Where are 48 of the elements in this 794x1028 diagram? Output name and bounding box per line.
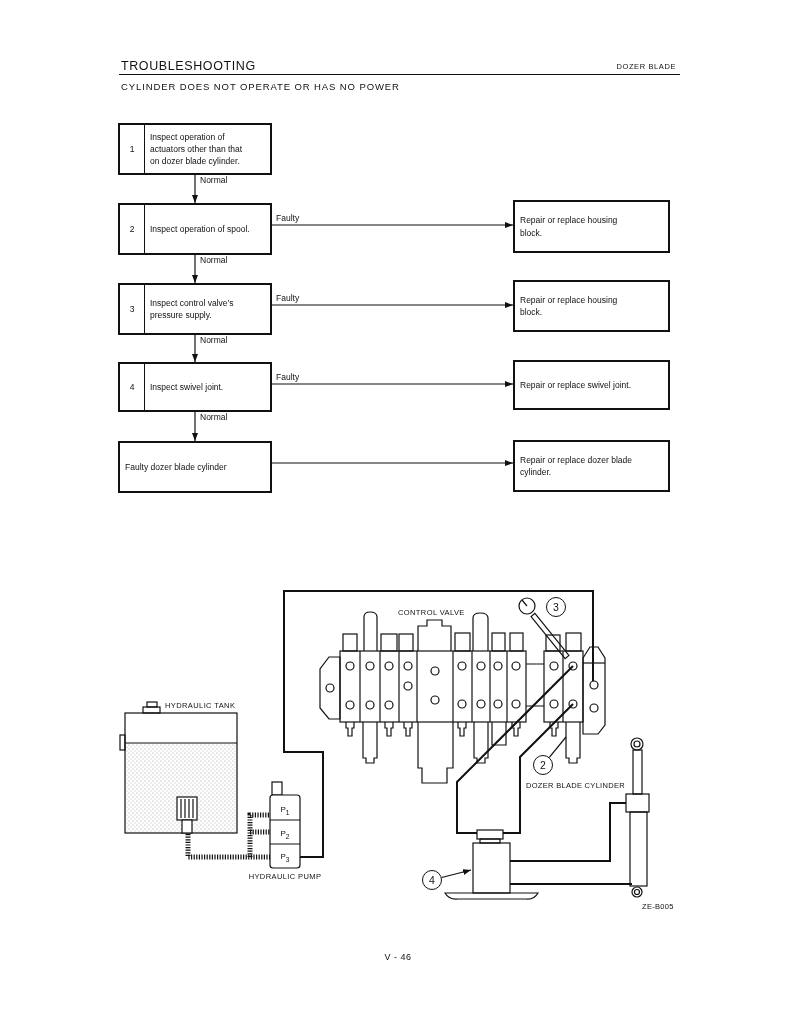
conclusion-box <box>118 441 272 493</box>
action-text: Repair or replace swivel joint. <box>519 378 632 392</box>
result-box <box>513 360 670 410</box>
flow-arrow <box>192 174 198 204</box>
port-label: P$_{1}$ <box>280 806 290 816</box>
callout-number: 2 <box>533 755 553 775</box>
step-number: 3 <box>120 285 145 333</box>
step-number: 2 <box>120 205 145 253</box>
subheading: CYLINDER DOES NOT OPERATE OR HAS NO POWER <box>121 82 400 93</box>
step-number: 1 <box>120 125 145 173</box>
flow-arrow <box>271 302 514 308</box>
process-box <box>118 203 272 255</box>
step-text: Inspect operation of spool. <box>149 222 250 236</box>
flow-arrow <box>271 222 514 228</box>
callout-number: 3 <box>546 597 566 617</box>
process-box <box>118 283 272 335</box>
port-label: P$_{3}$ <box>280 853 290 863</box>
step-text: Inspect operation of actuators other than that on dozer blade cylinder. <box>149 130 244 168</box>
edge-label: Faulty <box>276 294 300 304</box>
edge-label: Normal <box>200 336 228 346</box>
flow-arrow <box>192 254 198 284</box>
step-number: 4 <box>120 364 145 410</box>
process-box <box>118 362 272 412</box>
flow-arrow <box>271 460 514 466</box>
edge-label: Normal <box>200 413 228 423</box>
edge-label: Faulty <box>276 373 300 383</box>
edge-label: Normal <box>200 176 228 186</box>
process-box <box>118 123 272 175</box>
flow-arrow <box>192 334 198 363</box>
result-box <box>513 440 670 492</box>
result-box <box>513 280 670 332</box>
port-label: P$_{2}$ <box>280 830 290 840</box>
conclusion-text: Faulty dozer blade cylinder <box>124 460 227 474</box>
leader-line <box>548 736 567 758</box>
action-text: Repair or replace dozer blade cylinder. <box>519 453 633 479</box>
callout-number: 4 <box>422 870 442 890</box>
result-box <box>513 200 670 253</box>
action-text: Repair or replace housing block. <box>519 214 619 239</box>
step-text: Inspect swivel joint. <box>149 380 224 394</box>
flow-arrow <box>192 411 198 442</box>
edge-label: Faulty <box>276 214 300 224</box>
action-text: Repair or replace housing block. <box>519 293 619 319</box>
edge-label: Normal <box>200 256 228 266</box>
page-title: TROUBLESHOOTING <box>121 60 256 74</box>
page-number: V - 46 <box>384 953 412 963</box>
step-text: Inspect control valve’s pressure supply. <box>149 296 235 322</box>
flow-arrow <box>271 381 514 387</box>
leader-line <box>441 869 472 879</box>
